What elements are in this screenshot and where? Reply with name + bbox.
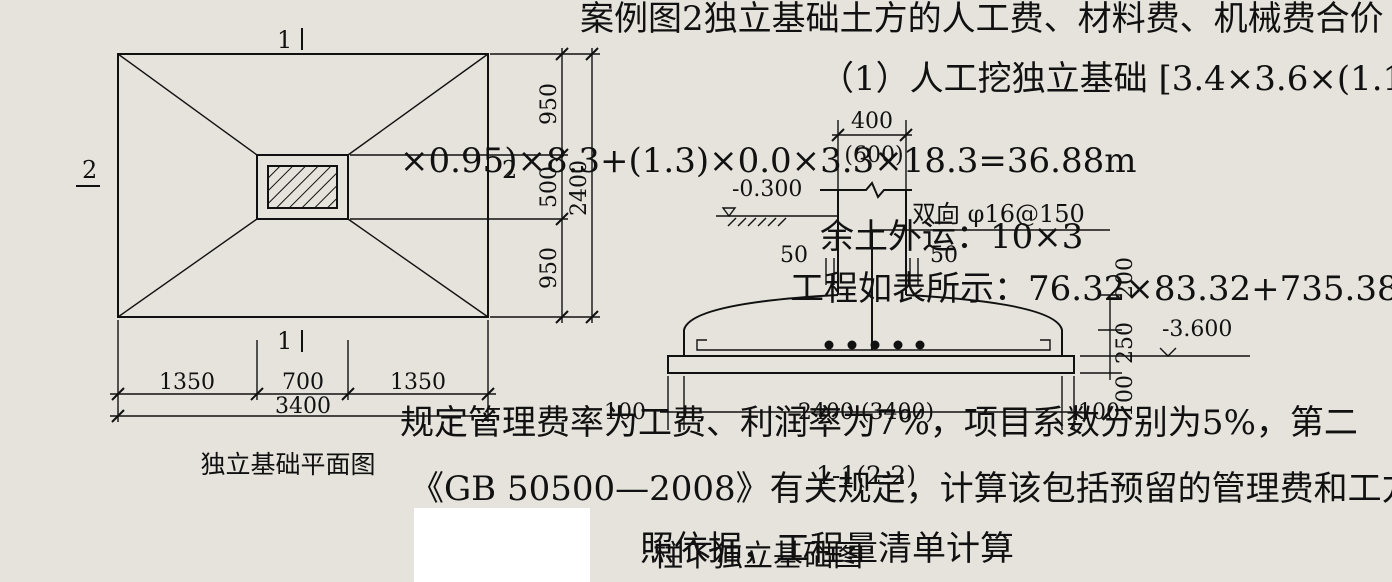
blinding-layer	[667, 355, 1075, 374]
column-hatched	[267, 165, 338, 209]
dim-500: 500	[537, 166, 562, 208]
dim-1350-right: 1350	[390, 370, 446, 395]
dim-100-left: 100	[604, 400, 646, 425]
dim-tick	[555, 148, 569, 162]
dim-200: 200	[1113, 257, 1138, 299]
rebar-mesh	[696, 339, 1051, 351]
dim-tick	[585, 310, 599, 324]
slope-line	[347, 53, 489, 156]
ghost-line-5: 工程如表所示：76.32×83.32+735.38×(0.1×35+0.09×8…	[790, 269, 1392, 309]
dim-2400: 2400	[567, 160, 592, 216]
soil-hatch	[757, 217, 767, 227]
elevation-bottom: -3.600	[1162, 317, 1232, 342]
dim-3400: 3400	[275, 394, 331, 419]
dim-tick	[555, 47, 569, 61]
dim-tick	[341, 387, 355, 401]
rebar-dot	[870, 340, 880, 350]
section-view: 400 (600) -0.300 双向 φ16@150 50 50 200 25…	[604, 109, 1250, 490]
dim-400: 400	[851, 109, 893, 134]
rebar-dot	[893, 340, 903, 350]
footing-outline	[117, 53, 489, 318]
background-text: 案例图2独立基础土方的人工费、材料费、机械费合价 （1）人工挖独立基础 [3.4…	[400, 0, 1392, 569]
rebar-dot	[847, 340, 857, 350]
section-mark-bottom: 1	[277, 327, 292, 355]
level-symbol	[721, 207, 737, 218]
dim-tick	[111, 409, 125, 423]
column-pedestal	[256, 154, 349, 220]
soil-hatch	[747, 217, 757, 227]
dim-tick	[111, 387, 125, 401]
dim-100-end: 100	[1078, 400, 1120, 425]
dim-tick	[481, 387, 495, 401]
dim-tick	[250, 387, 264, 401]
dim-600: (600)	[844, 143, 903, 168]
ghost-line-1: 案例图2独立基础土方的人工费、材料费、机械费合价	[580, 0, 1384, 39]
break-line	[820, 181, 912, 199]
offset-right: 50	[930, 243, 958, 268]
slope-line	[117, 218, 258, 318]
dim-tick	[831, 128, 845, 142]
plan-caption: 独立基础平面图	[200, 450, 375, 479]
blank-patch	[414, 508, 590, 582]
dim-tick	[555, 310, 569, 324]
soil-hatch	[727, 217, 737, 227]
soil-hatch	[777, 217, 787, 227]
dim-100-right: 100	[1113, 375, 1138, 417]
ghost-line-8: 照依据，工程量清单计算	[640, 529, 1014, 569]
rebar-label: 双向 φ16@150	[912, 200, 1085, 228]
dim-tick	[555, 212, 569, 226]
ghost-line-2: （1）人工挖独立基础 [3.4×3.6×(1.1+0.3×2+3.3)×0.33…	[820, 59, 1392, 99]
dim-2400-3400: 2400 (3400)	[798, 400, 934, 425]
ghost-line-6: 规定管理费率为工费、利润率为7%，项目系数分别为5%，第二	[400, 403, 1358, 443]
section-mark-left: 2	[82, 156, 97, 184]
rebar-dot	[915, 340, 925, 350]
elevation-top: -0.300	[732, 177, 802, 202]
dim-1350-left: 1350	[159, 370, 215, 395]
dim-tick	[585, 47, 599, 61]
section-mark-right: 2	[502, 156, 517, 184]
section-caption: 1-1(2-2)	[816, 461, 916, 490]
slope-line	[347, 218, 489, 318]
dim-950-bottom: 950	[537, 247, 562, 289]
offset-left: 50	[780, 243, 808, 268]
ghost-line-4: 余土外运：10×3	[820, 217, 1083, 257]
dim-700: 700	[282, 370, 324, 395]
figure-title: 柱下独立基础图	[653, 539, 863, 574]
dim-250: 250	[1113, 322, 1138, 364]
plan-view: 1 1 2 2 950 500 950 2400	[76, 26, 600, 479]
level-symbol	[1159, 347, 1177, 357]
dim-950-top: 950	[537, 83, 562, 125]
slope-line	[117, 53, 258, 156]
ghost-line-7: 《GB 50500—2008》有关规定，计算该包括预留的管理费和工方工程量	[410, 469, 1392, 509]
ghost-line-3: ×0.95)×8.3+(1.3)×0.0×3.3×18.3=36.88m	[400, 141, 1136, 181]
section-mark-top: 1	[277, 26, 292, 54]
soil-hatch	[767, 217, 777, 227]
rebar-dot	[824, 340, 834, 350]
soil-hatch	[737, 217, 747, 227]
dim-tick	[481, 409, 495, 423]
dim-tick	[899, 128, 913, 142]
